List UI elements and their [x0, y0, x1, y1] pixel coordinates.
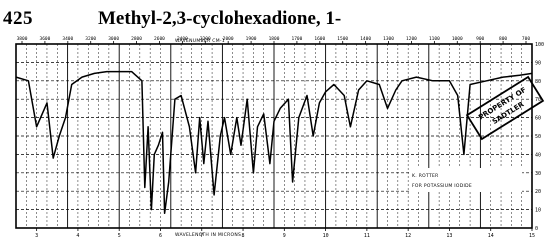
right-tick-label: 60: [535, 116, 541, 122]
top-tick-label: 700: [522, 36, 530, 42]
bottom-tick-label: 3: [35, 233, 38, 239]
top-tick-label: 3400: [62, 36, 73, 42]
top-axis-ticks: 3800 3600 3400 3200 3000 2800 2600 2400 2200 2000…: [17, 36, 530, 44]
right-tick-label: 20: [535, 189, 541, 195]
bottom-tick-label: 9: [283, 233, 286, 239]
right-tick-label: 50: [535, 134, 541, 140]
right-tick-label: 40: [535, 152, 541, 158]
bottom-tick-label: 5: [118, 233, 121, 239]
bottom-tick-label: 11: [364, 233, 370, 239]
right-axis-ticks: 0 10 20 30 40 50 60 70 80 90 100: [535, 42, 544, 232]
spectrum-number: 425: [3, 8, 33, 29]
top-tick-label: 2200: [200, 36, 211, 42]
bottom-tick-label: 14: [488, 233, 494, 239]
top-tick-label: 3000: [108, 36, 119, 42]
right-tick-label: 30: [535, 171, 541, 177]
top-tick-label: 2600: [154, 36, 165, 42]
bottom-tick-label: 4: [76, 233, 79, 239]
top-tick-label: 2000: [223, 36, 234, 42]
bottom-tick-label: 13: [446, 233, 452, 239]
bottom-axis-ticks: 3 4 5 6 7 8 9 10 11 12 13 14 15: [35, 228, 535, 239]
top-tick-label: 3200: [85, 36, 96, 42]
top-tick-label: 1900: [246, 36, 257, 42]
top-tick-label: 1000: [452, 36, 463, 42]
right-tick-label: 90: [535, 60, 541, 66]
bottom-tick-label: 8: [242, 233, 245, 239]
top-tick-label: 1800: [269, 36, 280, 42]
top-tick-label: 2400: [177, 36, 188, 42]
right-tick-label: 10: [535, 208, 541, 214]
right-tick-label: 80: [535, 79, 541, 85]
top-tick-label: 3800: [17, 36, 28, 42]
top-tick-label: 1700: [291, 36, 302, 42]
right-tick-label: 70: [535, 97, 541, 103]
right-tick-label: 0: [535, 226, 538, 232]
top-tick-label: 3600: [39, 36, 50, 42]
chart-grid: [15, 44, 533, 228]
compound-title: Methyl-2,3-cyclohexadione, 1-: [98, 8, 342, 29]
top-tick-label: 900: [476, 36, 484, 42]
bottom-tick-label: 6: [159, 233, 162, 239]
sample-annotation: K. ROTTER FOR POTASSIUM IODIDE: [410, 168, 522, 192]
bottom-tick-label: 10: [323, 233, 329, 239]
annotation-line-2: FOR POTASSIUM IODIDE: [412, 183, 472, 189]
top-tick-label: 800: [499, 36, 507, 42]
page-header: 425 Methyl-2,3-cyclohexadione, 1-: [0, 0, 546, 34]
bottom-tick-label: 12: [405, 233, 411, 239]
top-tick-label: 1200: [406, 36, 417, 42]
bottom-tick-label: 7: [200, 233, 203, 239]
top-tick-label: 2800: [131, 36, 142, 42]
spectrum-trace: [15, 70, 533, 215]
bottom-axis-label: WAVELENGTH IN MICRONS: [175, 232, 241, 238]
bottom-tick-label: 15: [529, 233, 535, 239]
top-tick-label: 1300: [383, 36, 394, 42]
top-tick-label: 1500: [337, 36, 348, 42]
top-axis-label: WAVENUMBER CM-1: [175, 38, 225, 44]
top-tick-label: 1400: [360, 36, 371, 42]
annotation-line-1: K. ROTTER: [412, 173, 439, 179]
top-tick-label: 1600: [314, 36, 325, 42]
top-tick-label: 1100: [429, 36, 440, 42]
annotation-box: [410, 168, 522, 192]
stamp-border: [465, 75, 545, 141]
right-tick-label: 100: [535, 42, 544, 48]
